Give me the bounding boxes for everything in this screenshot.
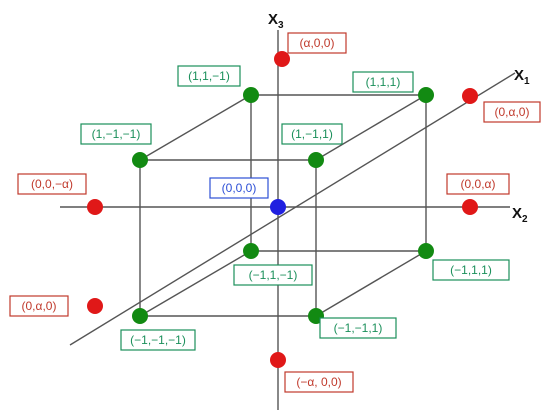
label-box [9,295,69,317]
svg-text:X1: X1 [514,67,530,87]
factorial-point [308,152,324,168]
factorial-point [243,243,259,259]
factorial-point-label: (−1,−1,1) [319,317,397,339]
center-point [270,199,286,215]
label-box [209,177,269,199]
label-text: (1,1,−1) [188,69,230,83]
factorial-point-label: (1,−1,1) [281,123,343,145]
axis-label-x3: X3 [268,11,284,31]
axis-label-x2: X2 [512,205,528,225]
label-box [287,32,347,54]
cube-edge [139,94,252,161]
label-text: (1,−1,−1) [92,127,141,141]
label-text: (−α, 0,0) [296,375,341,389]
axial-point-label: (0,α,0) [9,295,69,317]
axial-point-label: (0,0,α) [446,173,510,195]
factorial-point [132,152,148,168]
label-text: (0,α,0) [22,299,57,313]
label-box [177,65,241,87]
label-box [483,101,541,123]
cube-edges [139,94,427,317]
axial-point-label: (0,α,0) [483,101,541,123]
label-box [446,173,510,195]
factorial-point [418,87,434,103]
label-box [80,123,152,145]
label-text: (−1,−1,−1) [130,333,186,347]
label-box [120,329,196,351]
axial-point [462,88,478,104]
label-text: (0,α,0) [495,105,530,119]
label-text: (0,0,−α) [31,177,73,191]
factorial-point [418,243,434,259]
axial-point [462,199,478,215]
label-text: (1,−1,1) [291,127,333,141]
factorial-point-label: (−1,1,1) [432,259,510,281]
point-labels: (1,1,1) (1,1,−1) (1,−1,1) (1,−1,−1) (−1,1,1)… [9,32,541,393]
label-text: (1,1,1) [366,75,401,89]
label-box [432,259,510,281]
x1-axis-line [69,72,516,346]
factorial-point-label: (−1,−1,−1) [120,329,196,351]
cube-edge [139,250,252,317]
label-text: (−1,1,−1) [249,268,298,282]
factorial-point-label: (1,1,−1) [177,65,241,87]
label-box [352,71,414,93]
svg-text:X2: X2 [512,205,528,225]
cube-edge [315,250,427,317]
label-text: (α,0,0) [300,36,335,50]
axial-point-label: (α,0,0) [287,32,347,54]
label-box [284,371,354,393]
svg-text:X3: X3 [268,11,284,31]
label-box [281,123,343,145]
factorial-point-label: (−1,1,−1) [233,264,313,286]
axis-label-x1: X1 [514,67,530,87]
factorial-point [243,87,259,103]
axial-point-label: (−α, 0,0) [284,371,354,393]
factorial-point-label: (1,1,1) [352,71,414,93]
axial-point [87,298,103,314]
label-box [319,317,397,339]
factorial-point-label: (1,−1,−1) [80,123,152,145]
label-text: (−1,1,1) [450,263,492,277]
label-text: (0,0,α) [461,177,496,191]
label-box [233,264,313,286]
design-points [87,51,478,368]
label-box [17,173,87,195]
label-text: (−1,−1,1) [334,321,383,335]
center-point-label: (0,0,0) [209,177,269,199]
axial-point [270,352,286,368]
axial-point-label: (0,0,−α) [17,173,87,195]
label-text: (0,0,0) [222,181,257,195]
factorial-point [132,308,148,324]
axial-point [87,199,103,215]
axial-point [274,51,290,67]
cube-edge [315,94,427,161]
